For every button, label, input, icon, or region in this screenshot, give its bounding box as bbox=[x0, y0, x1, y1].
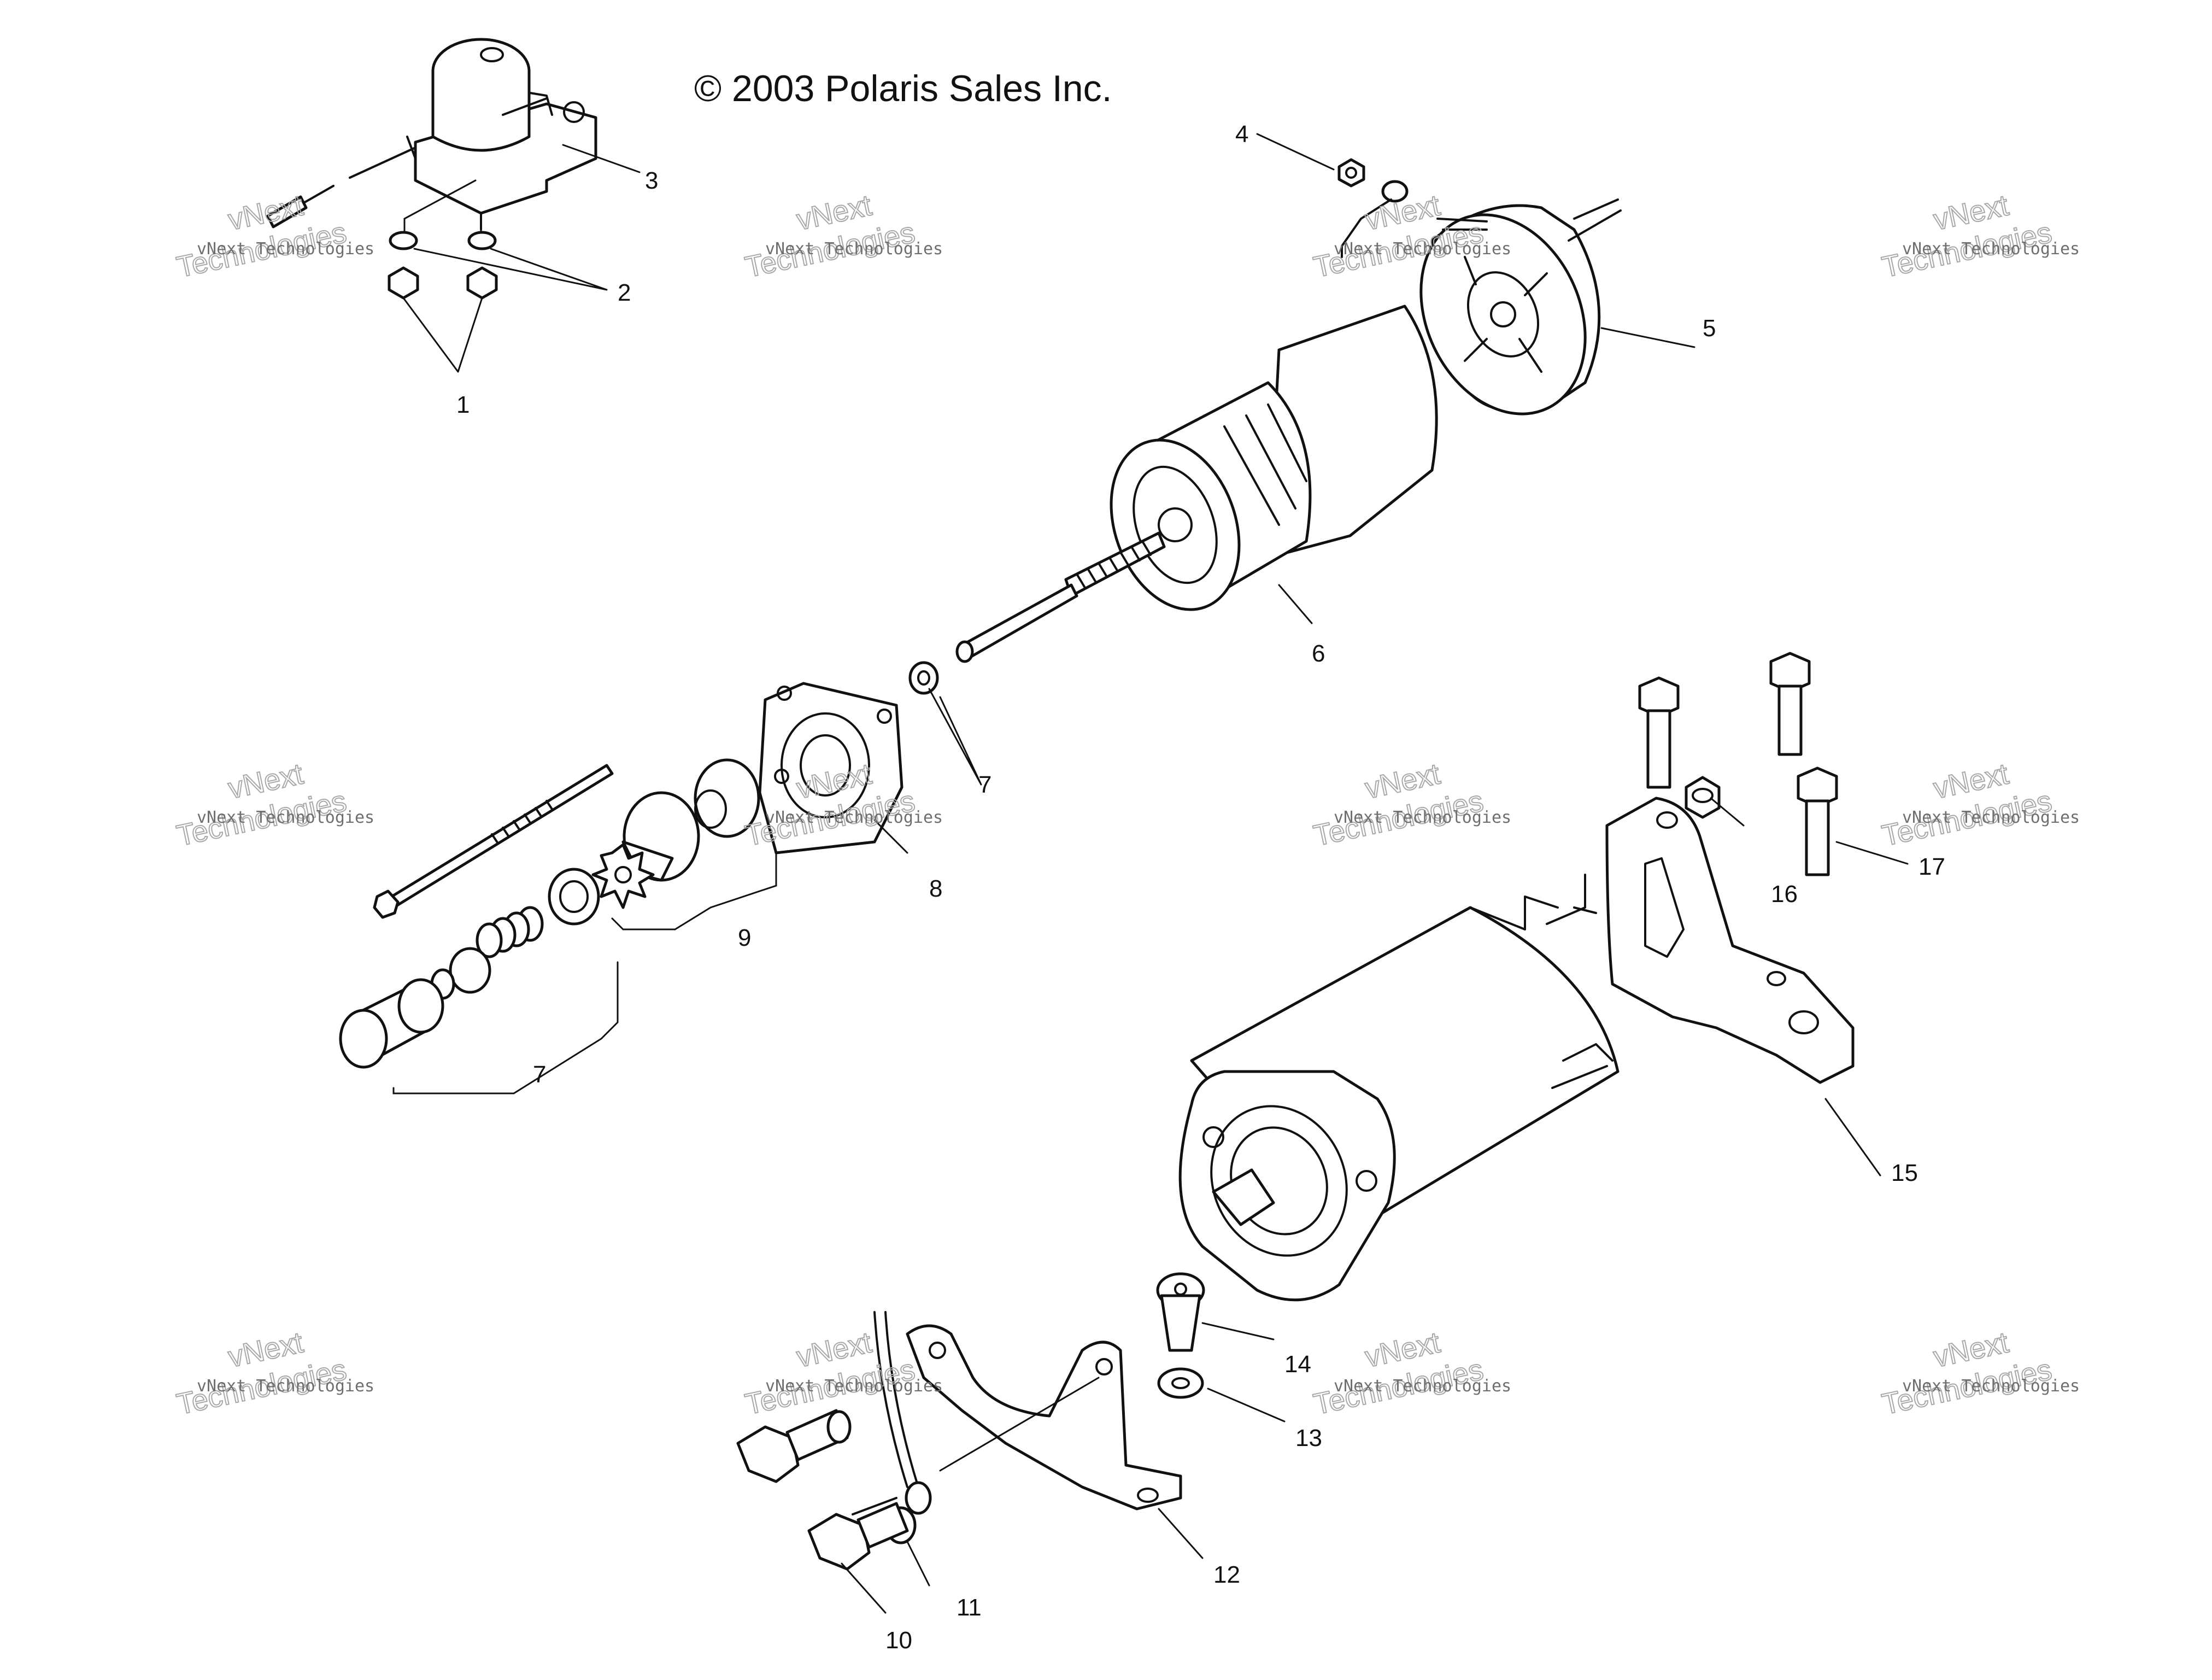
callout-numbers: 1 2 3 4 5 6 7 8 9 7 10 11 12 13 14 15 16… bbox=[456, 121, 1945, 1654]
hex-nut-pair bbox=[388, 266, 498, 300]
front-mounting-bracket-12 bbox=[906, 1324, 1182, 1511]
watermark: vNext Technologies vNext Technologies bbox=[173, 757, 374, 853]
hex-bolt-pair-17 bbox=[1638, 652, 1838, 876]
end-cap-brush-holder bbox=[1419, 198, 1622, 415]
callout-7-upper: 7 bbox=[978, 771, 991, 798]
callout-7-lower: 7 bbox=[533, 1061, 546, 1088]
hex-bolt-10-pair bbox=[736, 1409, 909, 1571]
callout-14: 14 bbox=[1284, 1351, 1311, 1378]
watermark: vNext Technologies vNext Technologies bbox=[1879, 757, 2080, 853]
callout-10: 10 bbox=[885, 1627, 912, 1654]
callout-3: 3 bbox=[645, 167, 658, 194]
thrust-washer-part bbox=[908, 661, 939, 695]
svg-text:vNext Technologies: vNext Technologies bbox=[197, 808, 374, 827]
watermark: vNext Technologies vNext Technologies bbox=[1879, 1325, 2080, 1421]
flat-washer-13 bbox=[1157, 1367, 1204, 1399]
spring-and-collar-stack bbox=[430, 868, 600, 1000]
mounting-bracket-rear bbox=[1605, 797, 1855, 1084]
callout-9: 9 bbox=[738, 924, 751, 951]
svg-text:vNext Technologies: vNext Technologies bbox=[197, 1377, 374, 1396]
pinion-clutch-assembly bbox=[591, 791, 700, 909]
svg-text:vNext Technologies: vNext Technologies bbox=[1334, 239, 1511, 259]
solenoid-relay-part bbox=[266, 38, 597, 242]
svg-text:vNext Technologies: vNext Technologies bbox=[1902, 1377, 2080, 1396]
callout-12: 12 bbox=[1213, 1561, 1240, 1588]
svg-text:vNext Technologies: vNext Technologies bbox=[1902, 808, 2080, 827]
leader-lines bbox=[392, 133, 1909, 1614]
through-bolt-part bbox=[373, 764, 614, 919]
watermarks: vNext Technologies vNext Technologies vN… bbox=[173, 188, 2080, 1421]
callout-4: 4 bbox=[1235, 121, 1248, 148]
callout-11: 11 bbox=[957, 1594, 982, 1621]
callout-15: 15 bbox=[1891, 1160, 1918, 1186]
watermark: vNext Technologies vNext Technologies bbox=[1310, 1325, 1511, 1421]
svg-text:vNext Technologies: vNext Technologies bbox=[1334, 808, 1511, 827]
svg-text:vNext Technologies: vNext Technologies bbox=[1334, 1377, 1511, 1396]
watermark: vNext Technologies vNext Technologies bbox=[173, 1325, 374, 1421]
flange-nut-16 bbox=[1685, 776, 1721, 819]
callout-8: 8 bbox=[929, 875, 942, 902]
svg-text:vNext Technologies: vNext Technologies bbox=[765, 239, 943, 259]
callout-16: 16 bbox=[1771, 881, 1798, 908]
copyright-text: © 2003 Polaris Sales Inc. bbox=[694, 68, 1112, 109]
watermark: vNext Technologies vNext Technologies bbox=[1310, 757, 1511, 853]
svg-text:vNext Technologies: vNext Technologies bbox=[1902, 239, 2080, 259]
pinion-cover-sleeve bbox=[339, 978, 444, 1069]
svg-text:vNext Technologies: vNext Technologies bbox=[197, 239, 374, 259]
callout-6: 6 bbox=[1312, 640, 1325, 667]
svg-text:vNext Technologies: vNext Technologies bbox=[765, 808, 943, 827]
callout-5: 5 bbox=[1703, 315, 1716, 342]
callout-17: 17 bbox=[1918, 853, 1945, 880]
watermark: vNext Technologies vNext Technologies bbox=[742, 188, 943, 284]
svg-text:vNext Technologies: vNext Technologies bbox=[765, 1377, 943, 1396]
callout-13: 13 bbox=[1295, 1425, 1322, 1451]
ring-terminal-cable bbox=[852, 1311, 932, 1515]
callout-1: 1 bbox=[456, 391, 470, 418]
assembled-starter-motor bbox=[1178, 874, 1620, 1302]
watermark: vNext Technologies vNext Technologies bbox=[1879, 188, 2080, 284]
callout-2: 2 bbox=[618, 279, 631, 306]
armature-part bbox=[955, 381, 1312, 663]
cap-screw-14 bbox=[1156, 1272, 1205, 1352]
lock-washer-pair bbox=[389, 231, 497, 250]
nut-and-lug-part bbox=[1337, 158, 1409, 258]
seal-cup-part bbox=[694, 758, 760, 838]
watermark: vNext Technologies vNext Technologies bbox=[173, 188, 374, 284]
front-bracket-plate bbox=[758, 682, 903, 854]
